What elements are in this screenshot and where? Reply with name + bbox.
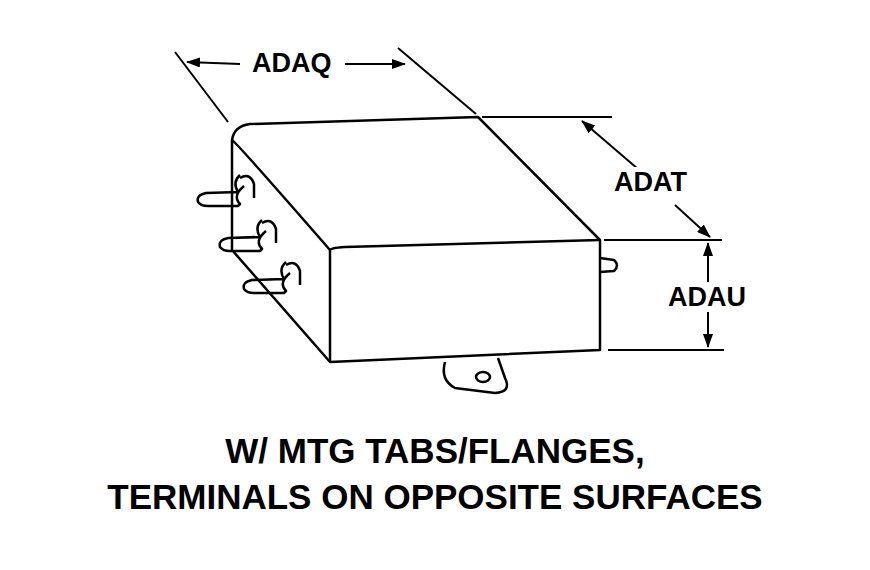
housing — [198, 117, 617, 393]
dimension-label: ADAU — [664, 282, 750, 312]
dimension-label: ADAT — [610, 167, 691, 197]
caption: W/ MTG TABS/FLANGES, TERMINALS ON OPPOSI… — [0, 428, 870, 520]
dimension-lines — [175, 48, 724, 350]
dimension-label: ADAQ — [248, 48, 336, 78]
